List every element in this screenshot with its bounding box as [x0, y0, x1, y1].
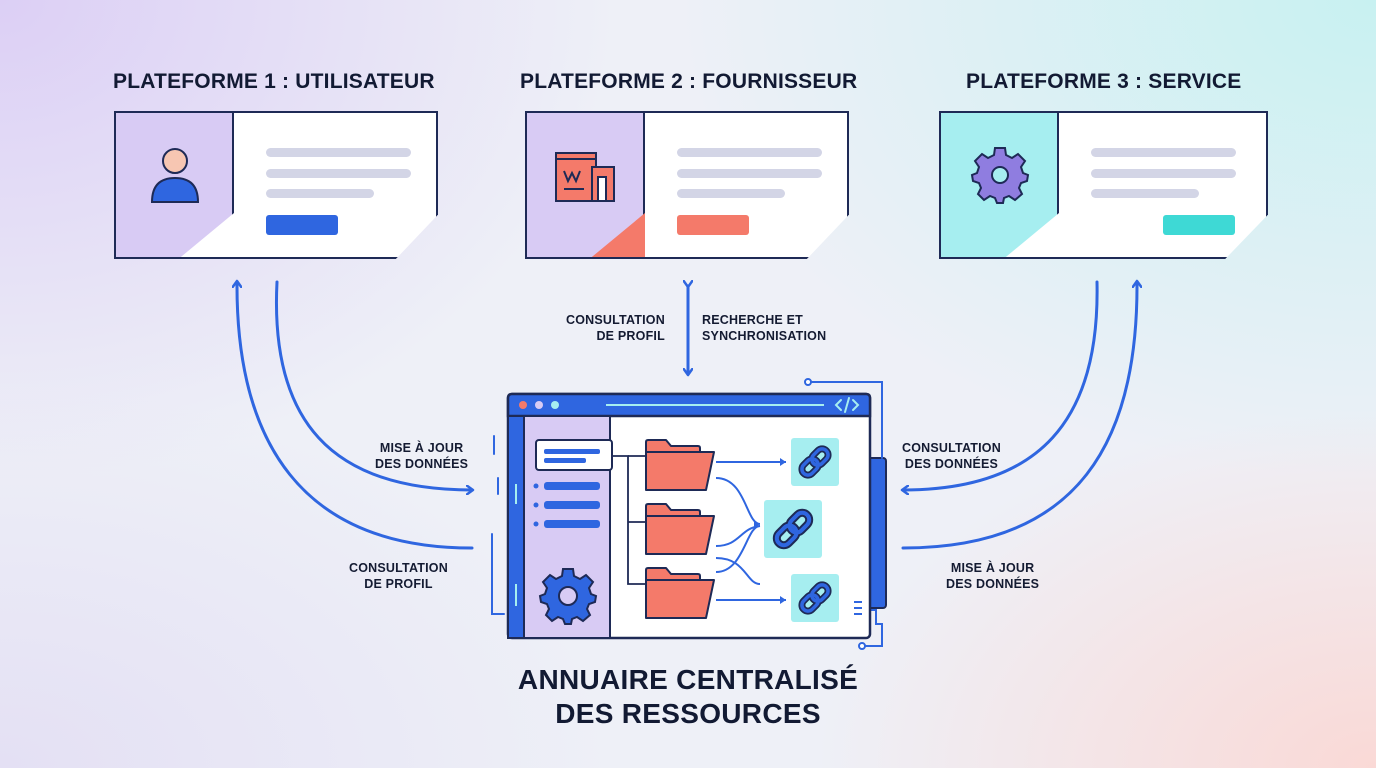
folder-icon — [645, 503, 715, 555]
platform-3-action-button[interactable] — [1163, 215, 1235, 235]
gear-icon — [538, 568, 598, 625]
supplier-icon — [555, 152, 615, 202]
gear-icon — [970, 147, 1030, 204]
central-directory-window[interactable] — [484, 374, 904, 664]
platform-1-card[interactable] — [114, 111, 438, 259]
platform-2-card[interactable] — [525, 111, 849, 259]
arrow-right-top — [903, 280, 1099, 490]
arrow-left-bottom — [237, 282, 474, 550]
arrow-right-bottom — [901, 282, 1137, 550]
directory-title-line1: ANNUAIRE CENTRALISÉ — [517, 664, 859, 695]
platform-2-action-button[interactable] — [677, 215, 749, 235]
link-icon — [791, 574, 839, 622]
directory-title-line2: DES RESSOURCES — [555, 698, 821, 729]
link-icon — [791, 438, 839, 486]
platform-1-action-button[interactable] — [266, 215, 338, 235]
flow-label-left-bottom: CONSULTATION DE PROFIL — [349, 561, 448, 591]
user-icon — [150, 148, 200, 203]
folder-icon — [645, 567, 715, 619]
flow-label-right-top: CONSULTATION DES DONNÉES — [902, 441, 1001, 471]
platform-1-title: PLATEFORME 1 : UTILISATEUR — [113, 70, 435, 93]
folder-icon — [645, 439, 715, 491]
code-icon — [834, 397, 860, 413]
arrow-left-top — [274, 280, 472, 490]
link-icon — [764, 500, 822, 558]
flow-label-center-left: CONSULTATION DE PROFIL — [566, 313, 665, 343]
flow-label-left-top: MISE À JOUR DES DONNÉES — [375, 441, 469, 471]
platform-3-card[interactable] — [939, 111, 1268, 259]
platform-2-title: PLATEFORME 2 : FOURNISSEUR — [520, 70, 858, 93]
flow-label-right-bottom: MISE À JOUR DES DONNÉES — [946, 561, 1040, 591]
platform-3-title: PLATEFORME 3 : SERVICE — [966, 70, 1242, 93]
flow-label-center-right: RECHERCHE ET SYNCHRONISATION — [702, 313, 827, 343]
